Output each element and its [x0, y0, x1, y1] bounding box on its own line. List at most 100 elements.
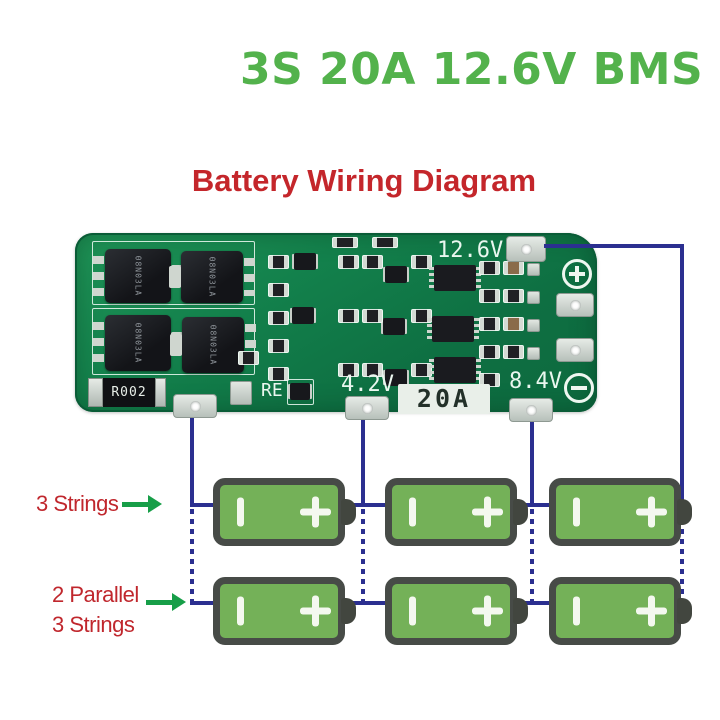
battery-nub: [677, 499, 692, 525]
minus-terminal-icon: [237, 497, 244, 527]
battery-nub: [513, 499, 528, 525]
wire-parallel-dotted-2: [361, 509, 365, 601]
label-line-1: 2 Parallel: [52, 582, 139, 607]
smd-resistor: [268, 283, 289, 297]
plus-terminal-icon: [636, 496, 667, 528]
smd-resistor: [268, 367, 289, 381]
arrow-right-icon: [146, 593, 186, 612]
smd-resistor: [268, 255, 289, 269]
smd-resistor: [268, 311, 289, 325]
pad-cell1: [345, 396, 389, 420]
mosfet-chip: 08N03LA: [93, 315, 183, 371]
smd-resistor: [503, 317, 524, 331]
mosfet-chip: 08N03LA: [93, 249, 183, 303]
pad-p-minus: [556, 293, 594, 317]
battery-nub: [677, 598, 692, 624]
smd-resistor: [372, 237, 398, 248]
ic-chip: [429, 265, 481, 291]
mosfet-label: 08N03LA: [133, 255, 143, 297]
smd-resistor: [332, 237, 358, 248]
smd-resistor: [479, 317, 500, 331]
smd-resistor: [411, 309, 432, 323]
plus-terminal-icon: [472, 595, 503, 627]
transistor: [290, 383, 310, 400]
smd-resistor: [238, 351, 259, 365]
plus-terminal-icon: [300, 595, 331, 627]
ic-chip: [427, 316, 479, 342]
diagram-title: Battery Wiring Diagram: [191, 163, 537, 198]
battery: [549, 577, 692, 645]
wire-cell1-vertical: [361, 412, 365, 507]
plus-terminal-icon: [472, 496, 503, 528]
smd-resistor: [338, 255, 359, 269]
shunt-label: R002: [103, 378, 155, 407]
battery-nub: [341, 598, 356, 624]
mosfet-chip: 08N03LA: [169, 251, 255, 303]
current-rating-badge: 20A: [398, 384, 490, 414]
battery: [213, 478, 356, 546]
wire-parallel-dotted-3: [530, 509, 534, 601]
pad-b-minus: [173, 394, 217, 418]
shunt-resistor: R002: [88, 378, 166, 407]
smd-pad: [527, 291, 540, 304]
wire-parallel-dotted-1: [190, 509, 194, 601]
smd-resistor: [503, 345, 524, 359]
mosfet-label: 08N03LA: [207, 256, 217, 298]
smd-pad: [527, 347, 540, 360]
transistor: [292, 307, 314, 324]
wire-parallel-dotted-4: [680, 509, 684, 601]
shunt-cap: [88, 378, 103, 407]
transistor: [383, 318, 405, 335]
transistor: [294, 253, 316, 270]
silkscreen-pack-voltage: 12.6V: [437, 238, 504, 263]
plus-marking-icon: [562, 259, 592, 289]
smd-resistor: [411, 255, 432, 269]
battery: [385, 478, 528, 546]
battery: [213, 577, 356, 645]
smd-resistor: [338, 309, 359, 323]
ic-chip: [429, 357, 481, 383]
minus-terminal-icon: [573, 497, 580, 527]
label-2-parallel-3-strings: 2 Parallel 3 Strings: [52, 580, 139, 640]
page-title: 3S 20A 12.6V BMS: [240, 44, 704, 95]
smd-pad: [527, 319, 540, 332]
silkscreen-outline: [287, 379, 314, 405]
label-line-2: 3 Strings: [52, 612, 135, 637]
transistor: [385, 369, 407, 386]
battery: [385, 577, 528, 645]
smd-resistor: [479, 261, 500, 275]
mosfet-label: 08N03LA: [208, 324, 218, 366]
smd-resistor: [479, 345, 500, 359]
wire-pack-positive-horizontal: [544, 244, 684, 248]
shunt-cap: [155, 378, 166, 407]
smd-resistor: [362, 309, 383, 323]
silkscreen-cell2-voltage: 8.4V: [509, 369, 562, 394]
pad-cell2: [509, 398, 553, 422]
plus-terminal-icon: [636, 595, 667, 627]
minus-terminal-icon: [237, 596, 244, 626]
pad-p-plus: [556, 338, 594, 362]
arrow-right-icon: [122, 495, 162, 514]
minus-terminal-icon: [409, 497, 416, 527]
battery-nub: [341, 499, 356, 525]
smd-resistor: [362, 363, 383, 377]
smd-pad: [527, 263, 540, 276]
smd-resistor: [503, 261, 524, 275]
transistor: [385, 266, 407, 283]
silkscreen-cell1-voltage: 4.2V: [341, 372, 394, 397]
minus-terminal-icon: [573, 596, 580, 626]
wire-b-minus-vertical: [190, 410, 194, 507]
silkscreen-re-label: RE: [261, 380, 283, 401]
mosfet-chip: 08N03LA: [170, 317, 256, 373]
wire-cell2-vertical: [530, 414, 534, 507]
smd-pad: [230, 381, 252, 405]
smd-resistor: [479, 289, 500, 303]
pad-b-plus: [506, 236, 546, 262]
minus-terminal-icon: [409, 596, 416, 626]
battery-nub: [513, 598, 528, 624]
smd-resistor: [362, 255, 383, 269]
mosfet-label: 08N03LA: [133, 322, 143, 364]
smd-resistor: [338, 363, 359, 377]
bms-board: 08N03LA 08N03LA 08N03LA 08N03LA R002 RE: [75, 233, 597, 422]
